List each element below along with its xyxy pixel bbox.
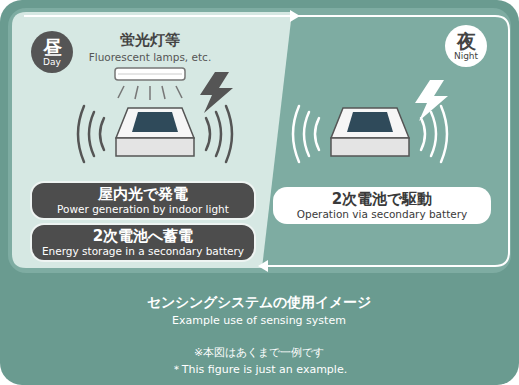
ray [118,86,124,98]
night-badge: 夜Night [445,25,487,67]
device-front [116,138,194,156]
device-top [116,108,194,138]
fluorescent-lamp [115,68,185,100]
cycle-line [24,16,509,266]
device-top [331,108,409,138]
cycle-path [24,16,509,266]
wave [421,118,425,150]
wave [441,106,447,162]
lamp-line [118,74,182,75]
node-title: 昼 [43,37,62,57]
sensor-device [331,108,409,156]
process-pill: 2次電池で駆動Operation via secondary battery [273,187,491,224]
device-front [331,138,409,156]
wave [315,118,319,150]
node-title: 2次電池へ蓄電 [93,227,193,245]
ray [162,86,165,99]
arrowhead [258,260,268,272]
ray [176,86,182,98]
caption-text: Example use of sensing system [172,314,346,327]
note-text: ※本図はあくまで一例です [194,346,324,359]
arrowhead [290,10,300,22]
solar-panel [132,112,178,132]
node-subtitle: Night [454,51,478,61]
lamp-tube [115,68,185,80]
sensor-device [116,108,194,156]
wave [216,112,221,156]
wave [100,118,104,150]
node-subtitle: Power generation by indoor light [57,203,229,216]
lightning-bolt [200,72,233,113]
wave [293,106,299,162]
node-title: 屋内光で発電 [98,185,188,203]
light-rays [118,86,182,100]
lamp-label: Fluorescent lamps, etc. [89,51,211,64]
note-text: ＊This figure is just an example. [171,363,347,376]
night-panel [8,8,511,273]
day-panel [12,12,292,268]
wave [78,106,84,162]
ray [135,86,138,99]
signal-waves [78,106,232,162]
wave [226,106,232,162]
caption-text: センシングシステムの使用イメージ [147,294,371,311]
wave [304,112,309,156]
ray [149,86,151,100]
process-pill: 屋内光で発電Power generation by indoor light [30,181,256,220]
node-subtitle: Energy storage in a secondary battery [42,245,244,258]
solar-panel [347,112,393,132]
node-title: 夜 [457,31,476,51]
node-subtitle: Day [43,57,61,67]
day-badge: 昼Day [31,31,73,73]
node-title: 2次電池で駆動 [332,190,432,208]
signal-waves [293,106,447,162]
node-subtitle: Operation via secondary battery [297,208,468,221]
wave [206,118,210,150]
wave [89,112,94,156]
lamp-label: 蛍光灯等 [120,31,180,49]
process-pill: 2次電池へ蓄電Energy storage in a secondary bat… [30,223,256,262]
wave [431,112,436,156]
